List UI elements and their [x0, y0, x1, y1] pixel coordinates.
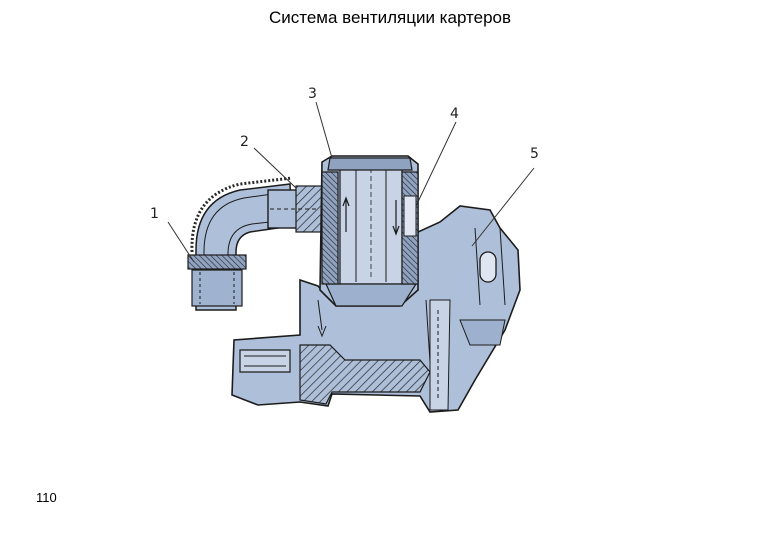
- filter-element: [321, 171, 419, 285]
- page-title: Система вентиляции картеров: [268, 8, 512, 27]
- engine-housing: [231, 205, 521, 413]
- connector-nipple: [267, 185, 325, 233]
- breather-cap: [317, 155, 431, 363]
- callout-label-3: 3: [308, 86, 317, 102]
- page-number: 110: [36, 490, 57, 505]
- callout-leaders: [167, 101, 535, 263]
- callout-label-5: 5: [530, 146, 539, 162]
- callout-label-2: 2: [240, 134, 249, 150]
- callout-label-4: 4: [450, 106, 459, 122]
- callout-label-1: 1: [150, 206, 159, 222]
